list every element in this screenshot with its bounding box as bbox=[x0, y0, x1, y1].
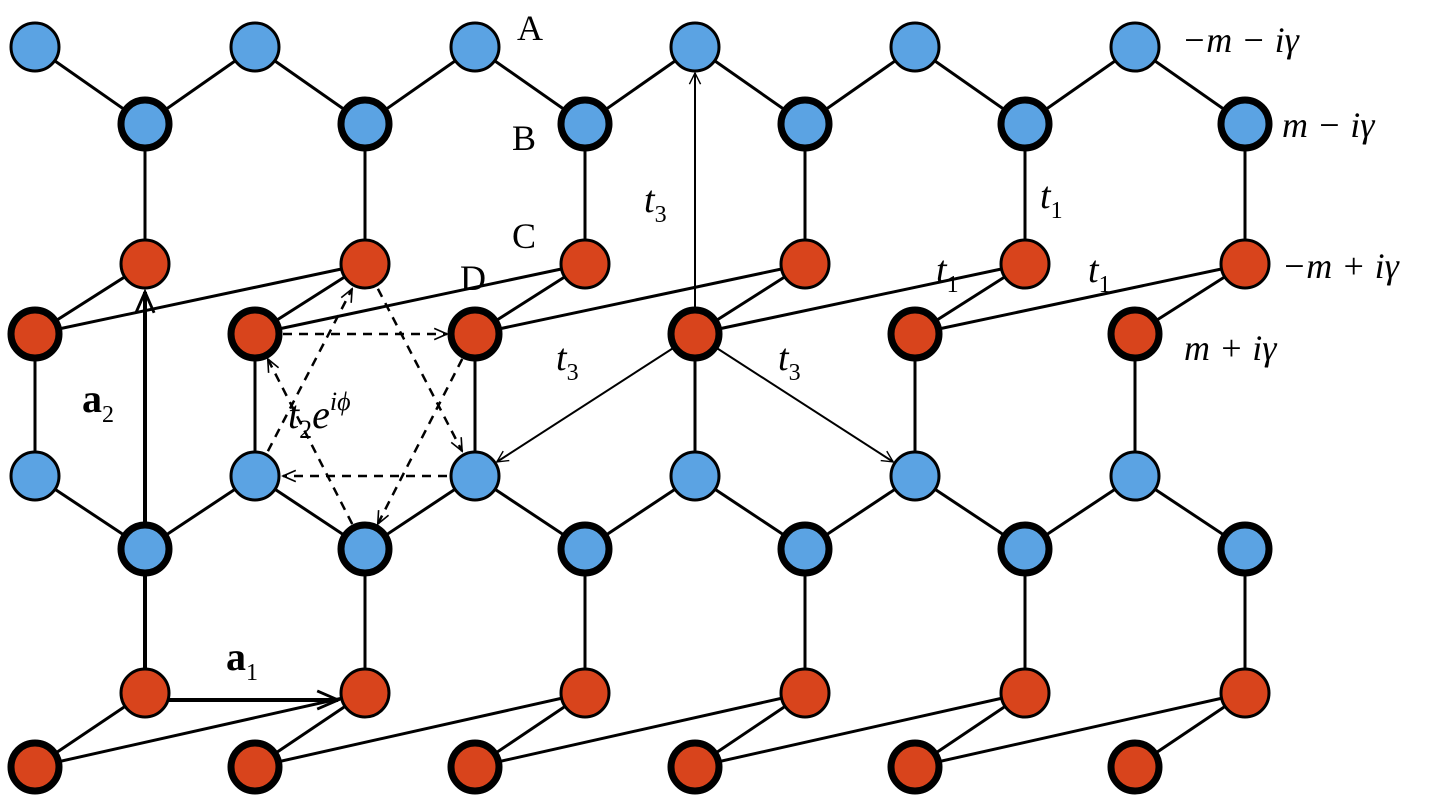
red-site bbox=[447, 739, 503, 795]
blue-site bbox=[669, 450, 721, 502]
bond bbox=[254, 691, 586, 769]
red-site bbox=[667, 306, 723, 362]
red-site bbox=[559, 667, 611, 719]
onsite-label-row-d: m + iγ bbox=[1184, 328, 1277, 368]
blue-site bbox=[997, 521, 1053, 577]
t3-hop-arrow bbox=[694, 333, 893, 462]
blue-site bbox=[889, 450, 941, 502]
t1-label-right: t1 bbox=[1088, 249, 1111, 298]
blue-site bbox=[337, 96, 393, 152]
bond bbox=[34, 262, 366, 336]
blue-site bbox=[1109, 21, 1161, 73]
t3-label-up: t3 bbox=[644, 179, 667, 228]
red-site bbox=[999, 238, 1051, 290]
bond bbox=[474, 691, 806, 769]
t2-hopping-arrows bbox=[266, 288, 464, 524]
red-site bbox=[1219, 667, 1271, 719]
red-site bbox=[339, 238, 391, 290]
blue-site bbox=[449, 21, 501, 73]
a2-label: a2 bbox=[82, 376, 114, 428]
onsite-label-row-a: −m − iγ bbox=[1182, 20, 1300, 60]
red-site bbox=[227, 739, 283, 795]
blue-site bbox=[9, 21, 61, 73]
blue-site bbox=[557, 96, 613, 152]
red-site bbox=[1107, 739, 1163, 795]
red-site bbox=[559, 238, 611, 290]
red-site bbox=[887, 306, 943, 362]
t2-hop-arrow bbox=[376, 358, 464, 524]
bond bbox=[254, 262, 586, 336]
bonds-layer bbox=[33, 45, 1247, 769]
red-site bbox=[1107, 306, 1163, 362]
label-A: A bbox=[517, 8, 543, 48]
t3-label-right: t3 bbox=[778, 337, 801, 386]
red-site bbox=[7, 306, 63, 362]
blue-site bbox=[1217, 521, 1273, 577]
blue-site bbox=[449, 450, 501, 502]
blue-site bbox=[557, 521, 613, 577]
bond bbox=[914, 691, 1246, 769]
blue-site bbox=[889, 21, 941, 73]
label-B: B bbox=[512, 118, 536, 158]
red-site bbox=[887, 739, 943, 795]
label-D: D bbox=[460, 258, 486, 298]
red-site bbox=[1219, 238, 1271, 290]
blue-site bbox=[117, 521, 173, 577]
blue-site bbox=[337, 521, 393, 577]
t1-label-left: t1 bbox=[936, 249, 959, 298]
blue-site bbox=[117, 96, 173, 152]
bond bbox=[474, 262, 806, 336]
blue-site bbox=[997, 96, 1053, 152]
red-site bbox=[447, 306, 503, 362]
red-site bbox=[7, 739, 63, 795]
t2-phase-label: t2eiϕ bbox=[288, 387, 351, 444]
red-site bbox=[667, 739, 723, 795]
bond bbox=[914, 262, 1246, 336]
red-site bbox=[779, 238, 831, 290]
t2-hop-arrow bbox=[266, 289, 354, 452]
label-C: C bbox=[512, 216, 536, 256]
t3-label-left: t3 bbox=[556, 337, 579, 386]
t3-hop-arrow bbox=[497, 333, 696, 462]
blue-site bbox=[229, 450, 281, 502]
red-site bbox=[339, 667, 391, 719]
red-site bbox=[227, 306, 283, 362]
blue-site bbox=[1109, 450, 1161, 502]
bond bbox=[34, 691, 366, 769]
bond bbox=[694, 691, 1026, 769]
blue-site bbox=[229, 21, 281, 73]
red-site bbox=[779, 667, 831, 719]
onsite-label-row-c: −m + iγ bbox=[1282, 246, 1400, 286]
bond bbox=[694, 262, 1026, 336]
sites-layer bbox=[7, 21, 1273, 795]
blue-site bbox=[1217, 96, 1273, 152]
a1-label: a1 bbox=[226, 634, 258, 686]
red-site bbox=[119, 238, 171, 290]
red-site bbox=[999, 667, 1051, 719]
red-site bbox=[119, 667, 171, 719]
blue-site bbox=[777, 96, 833, 152]
onsite-label-row-b: m − iγ bbox=[1282, 105, 1375, 145]
t1-label-vertical: t1 bbox=[1040, 175, 1063, 224]
t2-hop-arrow bbox=[376, 288, 464, 451]
blue-site bbox=[777, 521, 833, 577]
blue-site bbox=[669, 21, 721, 73]
t3-hopping-arrows bbox=[497, 73, 893, 462]
blue-site bbox=[9, 450, 61, 502]
lattice-vectors bbox=[145, 292, 338, 700]
